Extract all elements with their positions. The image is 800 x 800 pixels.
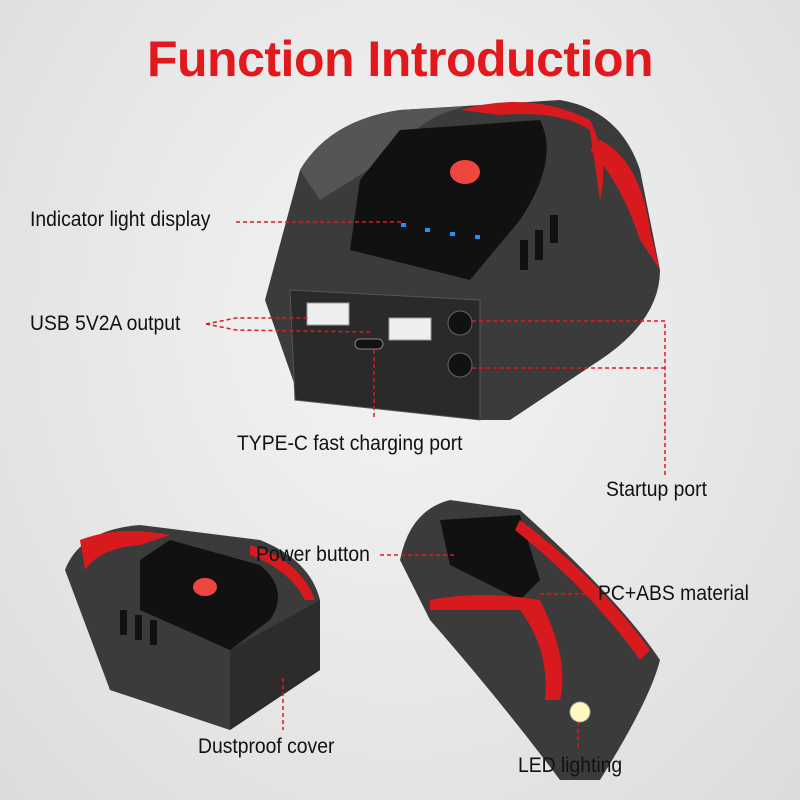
label-dustproof-cover: Dustproof cover bbox=[198, 735, 335, 758]
led-light-icon bbox=[569, 701, 591, 723]
usb-port-icon bbox=[306, 302, 350, 326]
label-material: PC+ABS material bbox=[598, 582, 749, 605]
power-button-icon bbox=[450, 160, 480, 184]
type-c-port-icon bbox=[354, 338, 384, 350]
device-left bbox=[65, 525, 320, 730]
label-led-lighting: LED lighting bbox=[518, 754, 623, 777]
page-title: Function Introduction bbox=[146, 31, 654, 87]
startup-port-icon bbox=[447, 310, 473, 336]
startup-port-icon bbox=[447, 352, 473, 378]
label-type-c-port: TYPE-C fast charging port bbox=[237, 432, 463, 455]
label-startup-port: Startup port bbox=[606, 478, 707, 501]
label-usb-output: USB 5V2A output bbox=[30, 312, 181, 335]
leader-lines bbox=[205, 221, 666, 750]
device-right bbox=[400, 500, 660, 780]
main-device bbox=[265, 100, 660, 421]
label-indicator-light: Indicator light display bbox=[30, 208, 211, 231]
indicator-lights-icon bbox=[401, 223, 480, 239]
label-power-button: Power button bbox=[256, 543, 370, 566]
usb-port-icon bbox=[388, 317, 432, 341]
